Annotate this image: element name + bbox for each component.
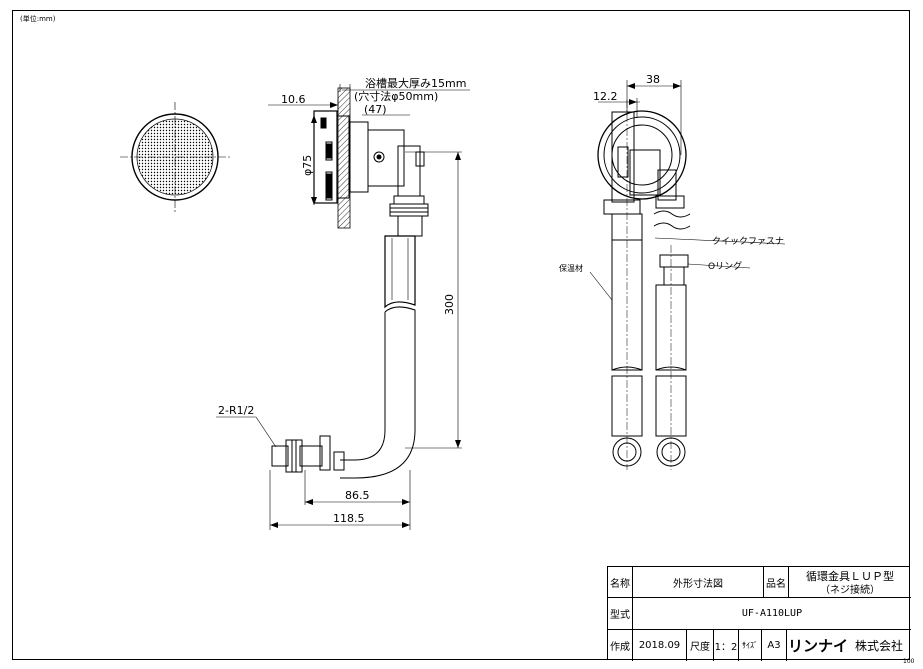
product-label: 品名 bbox=[766, 578, 786, 590]
name-label: 名称 bbox=[610, 578, 630, 590]
label-bath-thickness: 浴槽最大厚み15mm bbox=[365, 76, 466, 90]
label-insulation: 保温材 bbox=[559, 263, 583, 273]
date-value: 2018.09 bbox=[638, 640, 681, 651]
label-dim-86-5: 86.5 bbox=[345, 489, 370, 502]
rear-view-dimensions bbox=[589, 80, 786, 301]
label-quick-fastener: クイックファスナ bbox=[712, 236, 784, 247]
label-dim-300: 300 bbox=[443, 294, 456, 315]
label-dim-38: 38 bbox=[646, 73, 660, 86]
label-dim-118-5: 118.5 bbox=[333, 512, 365, 525]
rear-view-centerlines bbox=[626, 100, 672, 470]
label-dim-10-6: 10.6 bbox=[281, 93, 306, 106]
company-brand: リンナイ bbox=[787, 637, 848, 655]
label-dim-12-2: 12.2 bbox=[593, 90, 618, 103]
model-value: UF-A110LUP bbox=[741, 608, 803, 619]
corner-code: 100 bbox=[903, 658, 915, 665]
side-section-view bbox=[271, 87, 429, 479]
side-view-dimensions bbox=[216, 84, 470, 530]
drawing-frame bbox=[12, 10, 910, 660]
label-dim-47: (47) bbox=[364, 103, 387, 116]
label-dim-phi75: φ75 bbox=[301, 155, 314, 176]
label-hole-size: (穴寸法φ50mm) bbox=[354, 89, 438, 103]
name-value: 外形寸法図 bbox=[673, 578, 723, 590]
dimension-arrows bbox=[270, 102, 461, 528]
label-thread: 2-R1/2 bbox=[218, 404, 254, 417]
rear-view bbox=[597, 110, 691, 467]
scale-label: 尺度 bbox=[690, 642, 710, 653]
author-label: 作成 bbox=[610, 642, 630, 653]
size-value: A3 bbox=[767, 640, 781, 651]
product-name-line2: （ネジ接続） bbox=[820, 585, 880, 596]
size-label: ｻｲｽﾞ bbox=[742, 641, 758, 650]
rear-dimension-arrows bbox=[627, 83, 681, 105]
scale-value: 1：2 bbox=[714, 642, 738, 653]
front-view-strainer bbox=[120, 102, 232, 212]
product-name-line1: 循環金具ＬＵＰ型 bbox=[806, 570, 894, 583]
title-block: 名称 外形寸法図 品名 循環金具ＬＵＰ型 （ネジ接続） 型式 UF-A110LU… bbox=[607, 566, 911, 661]
unit-note: (単位:mm) bbox=[20, 15, 56, 23]
company-suffix: 株式会社 bbox=[854, 639, 903, 653]
model-label: 型式 bbox=[610, 610, 630, 621]
label-o-ring: Oリング bbox=[708, 260, 742, 272]
